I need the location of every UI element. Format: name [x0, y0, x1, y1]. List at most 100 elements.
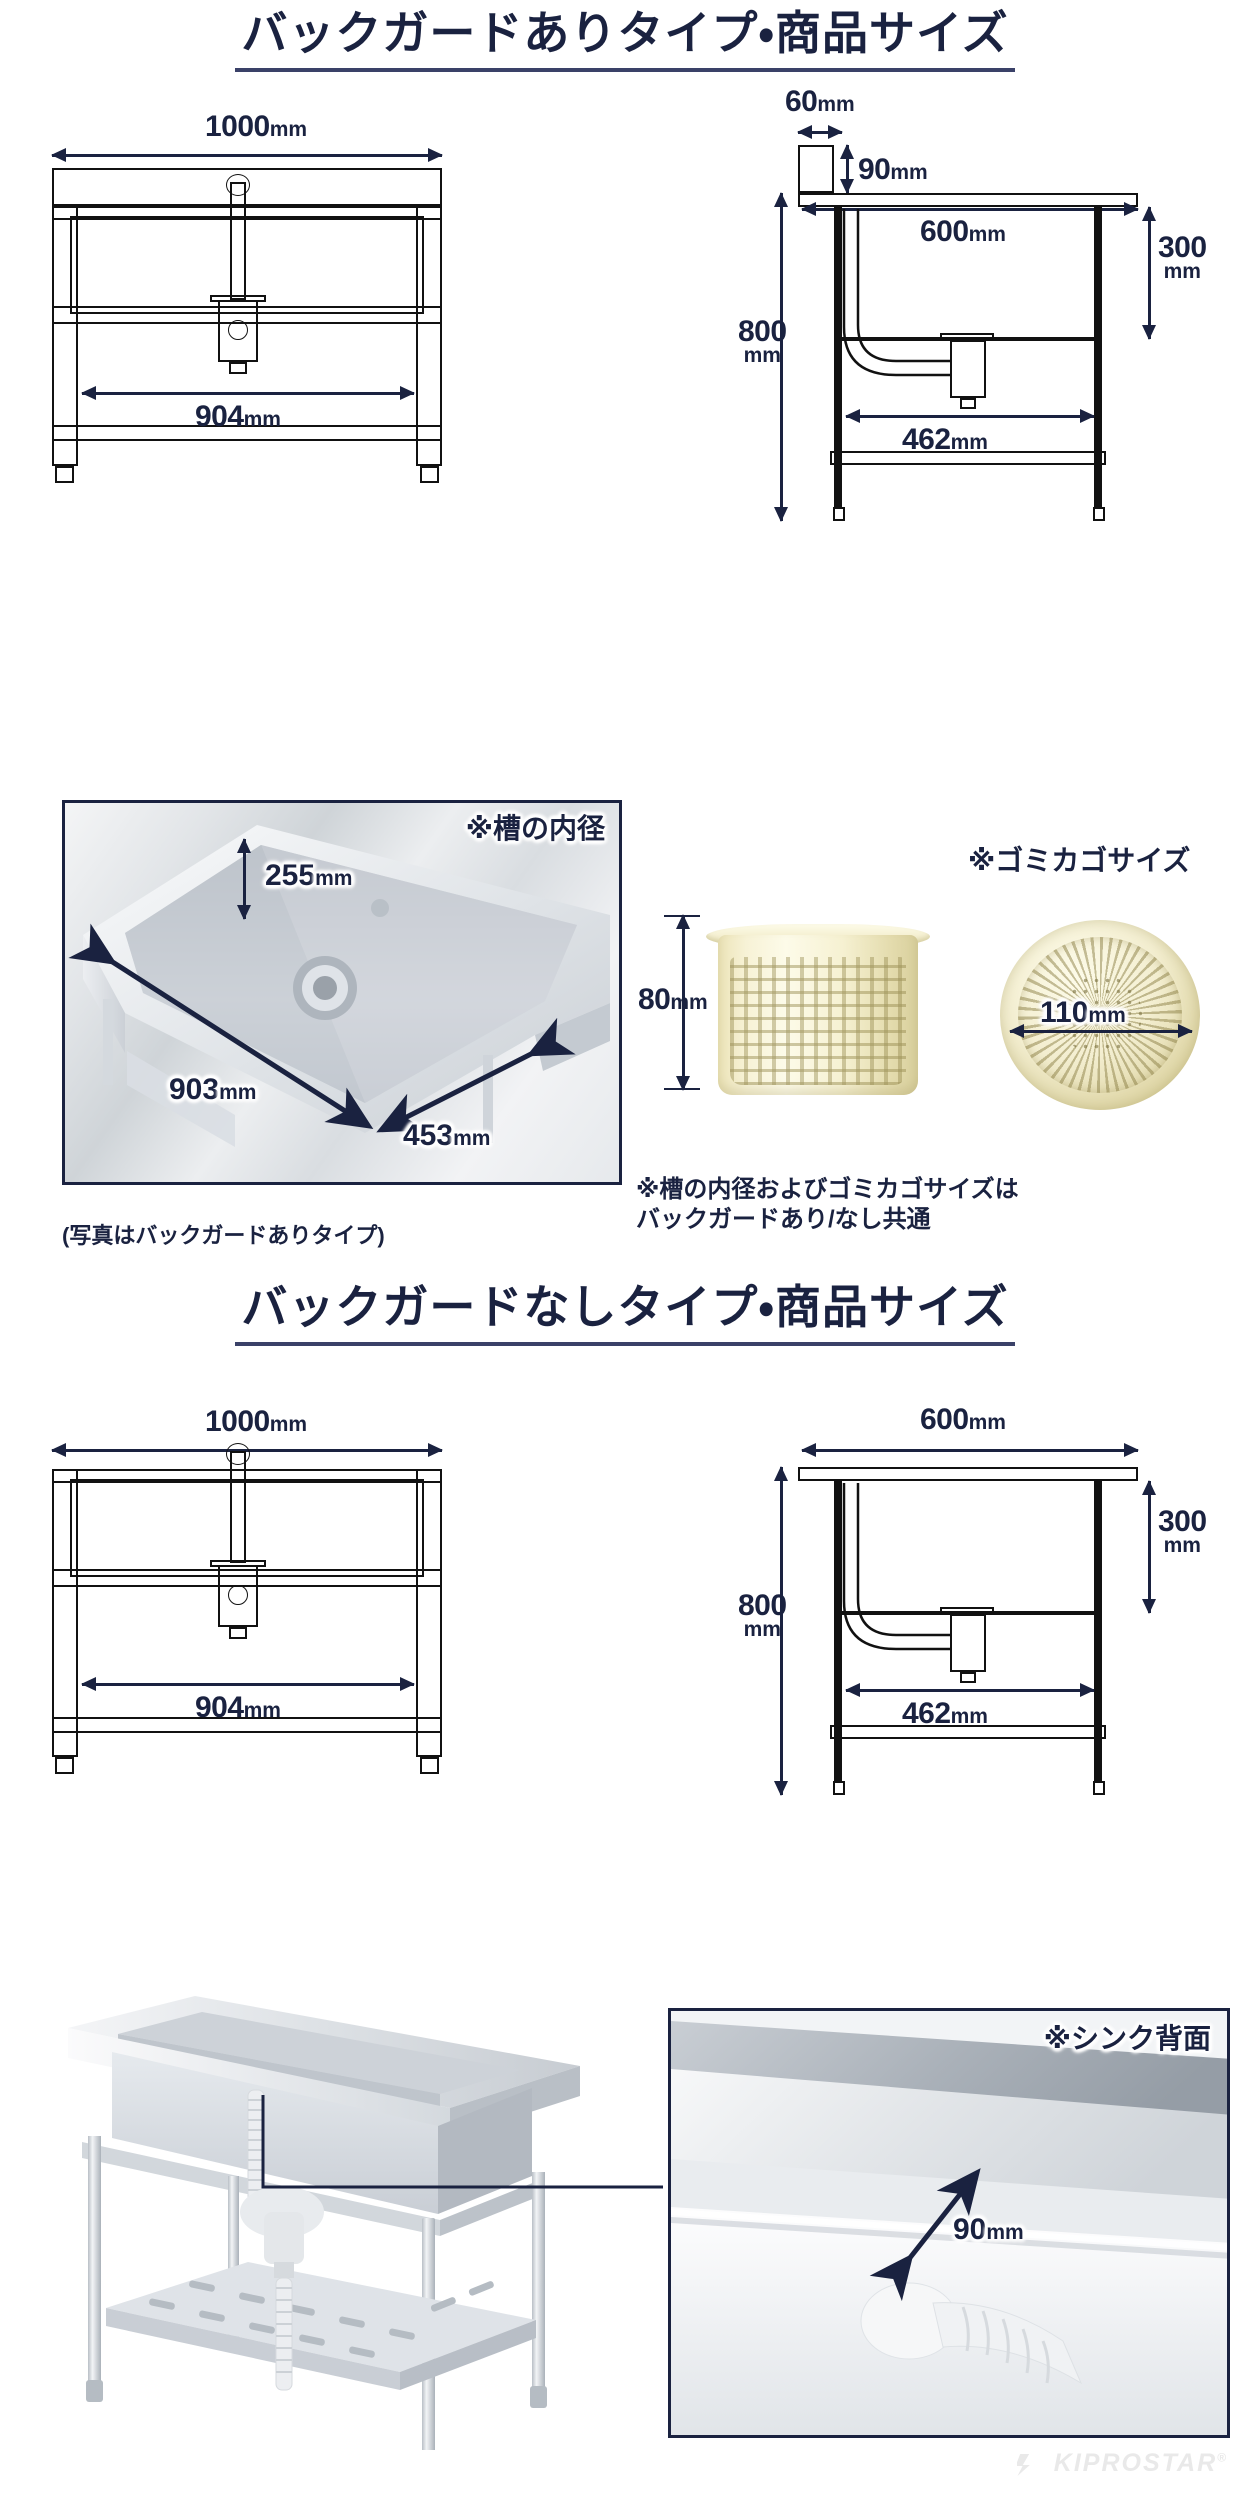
- foot-right-2: [420, 1757, 439, 1774]
- basket-top-hub: [1058, 975, 1142, 1055]
- foot-left-2: [55, 1757, 74, 1774]
- back-gap-dim: [869, 2168, 981, 2302]
- leg-right-inner-line-1: [416, 206, 418, 466]
- faucet-head-2: [226, 1443, 250, 1465]
- total-height-dim-2: [774, 1466, 788, 1796]
- drain-port-2: [228, 1585, 248, 1605]
- bowl-width-label: 453mm: [403, 1119, 491, 1152]
- backguard-panel-1: [52, 168, 442, 206]
- guard-height-dim-1: [840, 144, 854, 194]
- drain-outlet-2: [229, 1627, 247, 1639]
- counter-top-side-1: [798, 193, 1138, 207]
- foot-right-1: [420, 466, 439, 483]
- leg-back-side-2: [1094, 1481, 1102, 1781]
- leg-front-side-1: [834, 207, 842, 507]
- drain-trap-side-2: [950, 1614, 986, 1672]
- section-1-title-text: バックガードありタイプ・商品サイズ: [235, 8, 1015, 72]
- guard-height-label-1: 90mm: [858, 153, 928, 186]
- sink-back-photo-frame: ※シンク背面 90mm: [668, 2008, 1230, 2438]
- counter-top-side-2: [798, 1467, 1138, 1481]
- product-photo-full: [20, 1990, 640, 2450]
- bowl-front-face-1: [70, 216, 424, 314]
- leg-foot-front-side-1: [833, 507, 845, 521]
- front-inner-width-dim-1: [81, 386, 415, 400]
- basket-common-note: ※槽の内径およびゴミカゴサイズは バックガードあり/なし共通: [636, 1176, 1019, 1233]
- front-inner-width-label-2: 904mm: [195, 1691, 281, 1724]
- section-1-title: バックガードありタイプ・商品サイズ: [0, 8, 1250, 72]
- inner-depth-label-1: 462mm: [902, 423, 988, 456]
- drain-hose-2: [842, 1483, 950, 1651]
- front-inner-width-label-1: 904mm: [195, 400, 281, 433]
- front-inner-width-dim-2: [81, 1677, 415, 1691]
- leg-foot-back-side-2: [1093, 1781, 1105, 1795]
- basket-height-dim: [676, 914, 690, 1091]
- inner-depth-dim-1: [845, 409, 1095, 423]
- inner-depth-label-2: 462mm: [902, 1697, 988, 1730]
- total-height-dim-1: [774, 192, 788, 522]
- front-width-label-2: 1000mm: [205, 1405, 308, 1438]
- side-depth-label-2: 600mm: [920, 1403, 1006, 1436]
- callout-connector: [261, 2095, 663, 2189]
- backguard-block-1: [798, 145, 834, 193]
- drain-outlet-1: [229, 362, 247, 374]
- leg-foot-back-side-1: [1093, 507, 1105, 521]
- leg-left-inner-line-1: [76, 206, 78, 466]
- bowl-inner-photo-frame: ※槽の内径 255mm 903mm 453mm: [62, 800, 622, 1185]
- lower-rail-side-1: [830, 451, 1106, 465]
- drain-outlet-side-2: [960, 1672, 976, 1683]
- drain-outlet-side-1: [960, 398, 976, 409]
- lower-rail-2: [52, 1717, 442, 1733]
- section-2-title: バックガードなしタイプ・商品サイズ: [0, 1282, 1250, 1346]
- faucet-column-1: [230, 182, 246, 300]
- bowl-length-label: 903mm: [169, 1073, 257, 1106]
- front-view-no-guard: 1000mm 904mm: [40, 1407, 460, 1825]
- apron-side-1: [834, 339, 1102, 341]
- faucet-head-1: [226, 174, 250, 196]
- drain-flange-2: [210, 1560, 266, 1567]
- leg-right-2: [416, 1469, 442, 1757]
- basket-top-photo: [1000, 920, 1200, 1110]
- basket-mesh: [730, 957, 906, 1086]
- basket-height-label: 80mm: [638, 983, 708, 1016]
- basket-body: [718, 935, 918, 1095]
- basket-height-ext-top: [664, 915, 700, 917]
- lower-rail-side-2: [830, 1725, 1106, 1739]
- drain-hose-1: [842, 209, 950, 377]
- apron-side-2: [834, 1613, 1102, 1615]
- basket-diameter-label: 110mm: [1040, 996, 1126, 1029]
- bowl-height-dim-1: [1142, 206, 1156, 340]
- drain-trap-side-1: [950, 340, 986, 398]
- side-depth-dim-1: [801, 202, 1139, 216]
- sink-back-heading: ※シンク背面: [1043, 2023, 1211, 2054]
- leg-back-side-1: [1094, 207, 1102, 507]
- drain-port-1: [228, 320, 248, 340]
- bowl-front-face-2: [70, 1479, 424, 1577]
- bowl-depth-label: 255mm: [265, 859, 353, 892]
- faucet-column-2: [230, 1451, 246, 1563]
- bowl-length-dim: [68, 923, 576, 1133]
- bowl-photo-caption: (写真はバックガードありタイプ): [62, 1222, 385, 1248]
- side-depth-label-1: 600mm: [920, 215, 1006, 248]
- section-2-title-text: バックガードなしタイプ・商品サイズ: [235, 1282, 1015, 1346]
- lower-rail-1: [52, 425, 442, 441]
- front-width-label-1: 1000mm: [205, 110, 308, 143]
- basket-side-photo: [706, 923, 930, 1095]
- leg-left-inner-line-2: [76, 1469, 78, 1757]
- leg-right-inner-line-2: [416, 1469, 418, 1757]
- brand-logo: KIPROSTAR®: [1016, 2449, 1228, 2478]
- kiprostar-mark-icon: [1016, 2453, 1030, 2476]
- side-depth-dim-2: [801, 1443, 1139, 1457]
- leg-left-2: [52, 1469, 78, 1757]
- guard-depth-label-1: 60mm: [785, 85, 855, 118]
- basket-heading: ※ゴミカゴサイズ: [968, 845, 1191, 876]
- product-photo-illustration: [68, 1996, 580, 2450]
- leg-foot-front-side-2: [833, 1781, 845, 1795]
- basket-diameter-dim: [1009, 1024, 1193, 1038]
- bowl-photo-heading: ※槽の内径: [465, 813, 605, 844]
